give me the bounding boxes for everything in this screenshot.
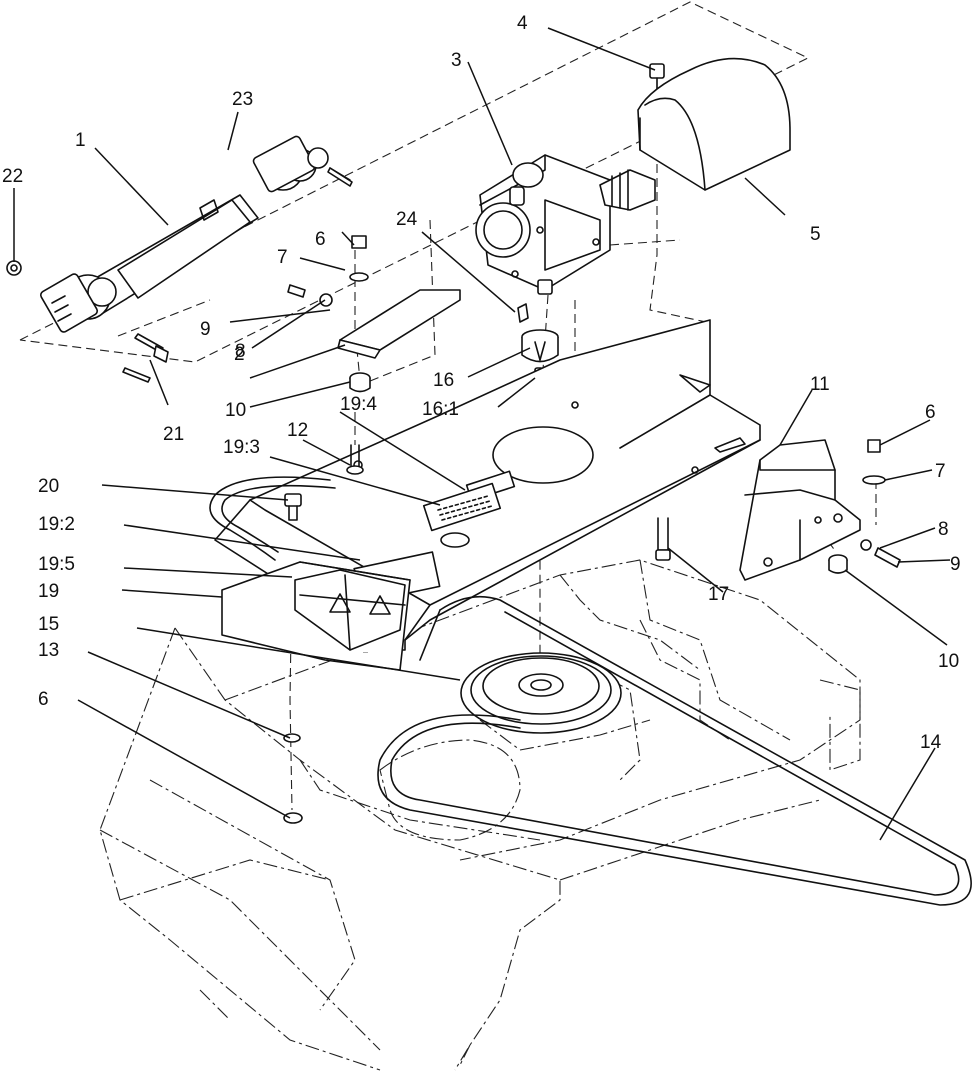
callout-7: 7 (935, 461, 946, 482)
callout-8: 8 (938, 519, 949, 540)
hardware-right (828, 439, 901, 574)
bolt-20 (284, 493, 302, 521)
callout-21: 21 (163, 424, 184, 445)
taper-hub-16 (521, 329, 559, 363)
callout-6: 6 (925, 402, 936, 423)
belt-coil (209, 476, 336, 561)
gearbox-cover (637, 57, 791, 191)
callout-8: 8 (235, 341, 246, 362)
callout-19-4: 19:4 (340, 394, 377, 415)
bolt-21 (122, 333, 169, 383)
callout-17: 17 (708, 584, 729, 605)
bracket-11 (739, 439, 861, 581)
callout-16: 16 (433, 370, 454, 391)
pto-drive-shaft (39, 135, 351, 333)
callout-10: 10 (225, 400, 246, 421)
callout-13: 13 (38, 640, 59, 661)
callout-23: 23 (232, 89, 253, 110)
decal-19-3-text-lines (437, 495, 493, 521)
callout-5: 5 (810, 224, 821, 245)
callout-4: 4 (517, 13, 528, 34)
callout-16-1: 16:1 (422, 399, 459, 420)
callout-14: 14 (920, 732, 942, 753)
hardware-left (287, 235, 461, 393)
callouts: 1 2 3 4 5 6 6 6 7 7 8 8 8 8 9 9 10 10 11… (2, 13, 961, 753)
callout-9: 9 (950, 554, 961, 575)
callout-1: 1 (75, 130, 86, 151)
callout-15: 15 (38, 614, 59, 635)
key-24 (517, 303, 529, 323)
pulley-15 (460, 652, 622, 734)
callout-19-5: 19:5 (38, 554, 75, 575)
svg-text:—: — (363, 650, 368, 656)
warning-decal: — (221, 561, 411, 671)
callout-24: 24 (396, 209, 418, 230)
gearbox (475, 154, 656, 295)
leader-lines (13, 27, 951, 841)
callout-22: 22 (2, 166, 23, 187)
callout-6: 6 (38, 689, 49, 710)
callout-6: 6 (315, 229, 326, 250)
callout-3: 3 (451, 50, 462, 71)
callout-12: 12 (287, 420, 308, 441)
callout-19-2: 19:2 (38, 514, 75, 535)
callout-19-3: 19:3 (223, 437, 260, 458)
callout-11: 11 (810, 374, 830, 395)
callout-2: 2 (234, 344, 245, 365)
drive-belt-14 (377, 595, 972, 906)
bolt-17 (655, 517, 671, 561)
callout-9: 9 (200, 319, 211, 340)
callout-10: 10 (938, 651, 959, 672)
bolt-12 (346, 444, 364, 475)
callout-7: 7 (277, 247, 288, 268)
roll-pin-23 (327, 167, 353, 187)
callout-19: 19 (38, 581, 59, 602)
callout-20: 20 (38, 476, 59, 497)
washer-13 (283, 733, 301, 743)
mower-housing-outline (99, 559, 861, 1071)
nut-22 (6, 260, 22, 276)
nut-6-lower (283, 812, 303, 824)
